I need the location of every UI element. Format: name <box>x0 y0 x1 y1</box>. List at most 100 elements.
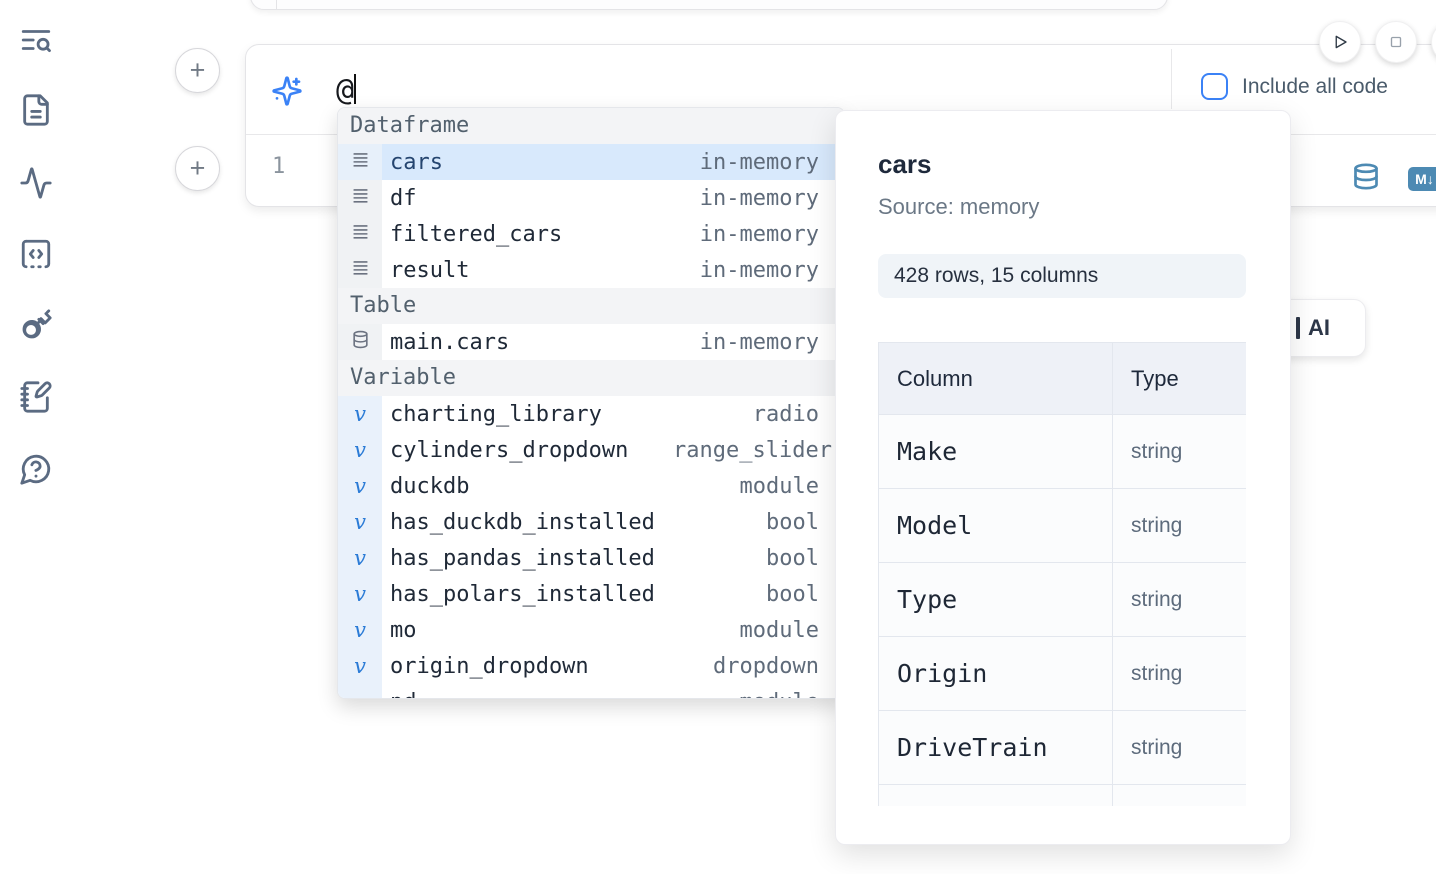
item-gutter: v <box>338 648 382 684</box>
variable-icon: v <box>354 401 366 426</box>
autocomplete-item-charting_library[interactable]: v charting_library radio <box>338 396 844 432</box>
schema-type-header: Type <box>1112 342 1246 415</box>
schema-column-type: string <box>1112 562 1246 637</box>
item-gutter: v <box>338 612 382 648</box>
schema-column-name: DriveTrain <box>878 710 1113 785</box>
item-gutter: v <box>338 540 382 576</box>
markdown-icon[interactable]: M↓ <box>1408 167 1436 191</box>
ai-prompt-input[interactable]: @ <box>336 73 357 108</box>
help-chat-icon[interactable] <box>19 452 53 486</box>
play-icon <box>1335 35 1347 49</box>
rows-icon <box>351 258 370 283</box>
item-type: bool <box>766 509 819 535</box>
item-type: radio <box>752 401 819 427</box>
shape-badge: 428 rows, 15 columns <box>878 254 1246 298</box>
item-gutter <box>338 252 382 288</box>
item-type: dropdown <box>713 653 819 679</box>
item-gutter: v <box>338 468 382 504</box>
schema-column-name: Model <box>878 488 1113 563</box>
item-gutter <box>338 324 382 360</box>
item-name: pd <box>382 690 417 699</box>
item-name: has_duckdb_installed <box>390 509 655 535</box>
previous-cell-edge <box>250 0 1168 10</box>
sparkles-icon <box>271 75 303 107</box>
stop-button[interactable] <box>1375 21 1417 63</box>
code-editor-row[interactable]: 1 M↓ <box>246 136 1436 206</box>
item-name: has_pandas_installed <box>390 545 655 571</box>
ai-button-label: AI <box>1308 315 1330 340</box>
item-gutter: v <box>338 504 382 540</box>
rows-icon <box>351 222 370 247</box>
autocomplete-item-has_duckdb_installed[interactable]: v has_duckdb_installed bool <box>338 504 844 540</box>
dataframe-preview-popover: cars Source: memory 428 rows, 15 columns… <box>835 110 1291 845</box>
item-type: in-memory <box>699 329 819 355</box>
item-name: cars <box>390 149 443 175</box>
database-icon <box>351 330 370 355</box>
variable-icon: v <box>354 653 366 678</box>
item-gutter: v <box>338 396 382 432</box>
schema-column-name: Type <box>878 562 1113 637</box>
autocomplete-item-pd[interactable]: vpdmodule <box>338 684 844 699</box>
previous-cell-gutter-divider <box>276 0 277 9</box>
schema-column-type: string <box>1112 710 1246 785</box>
autocomplete-item-cars[interactable]: cars in-memory <box>338 144 844 180</box>
add-cell-below-button[interactable]: + <box>175 146 220 191</box>
variable-icon: v <box>354 690 366 699</box>
item-type: range_slider <box>673 437 832 463</box>
item-type: bool <box>766 581 819 607</box>
item-gutter: v <box>338 432 382 468</box>
database-icon[interactable] <box>1352 160 1380 198</box>
snippets-code-icon[interactable] <box>19 237 53 271</box>
schema-column-name: Make <box>878 414 1113 489</box>
key-icon[interactable] <box>19 308 53 342</box>
schema-column-type: string <box>1112 488 1246 563</box>
sidebar <box>0 0 72 874</box>
variable-icon: v <box>354 509 366 534</box>
file-text-icon[interactable] <box>19 93 53 127</box>
add-cell-above-button[interactable]: + <box>175 48 220 93</box>
line-number: 1 <box>272 154 286 179</box>
autocomplete-item-cylinders_dropdown[interactable]: v cylinders_dropdown range_slider <box>338 432 844 468</box>
item-name: has_polars_installed <box>390 581 655 607</box>
variable-icon: v <box>354 545 366 570</box>
item-name: duckdb <box>390 473 470 499</box>
clipped-letter <box>1296 317 1300 339</box>
autocomplete-section-table: Table <box>338 288 844 324</box>
item-name: result <box>390 257 470 283</box>
item-name: origin_dropdown <box>390 653 589 679</box>
item-type: in-memory <box>699 149 819 175</box>
toc-search-icon[interactable] <box>19 23 53 57</box>
divider <box>1171 49 1172 109</box>
run-cell-button[interactable] <box>1319 21 1361 63</box>
include-all-code-checkbox[interactable] <box>1201 73 1228 100</box>
rows-icon <box>351 186 370 211</box>
activity-icon[interactable] <box>19 166 53 200</box>
ai-prompt-value: @ <box>336 73 355 108</box>
item-name: charting_library <box>390 401 602 427</box>
stop-square-icon <box>1390 36 1402 48</box>
autocomplete-item-origin_dropdown[interactable]: v origin_dropdown dropdown <box>338 648 844 684</box>
item-name: cylinders_dropdown <box>390 437 629 463</box>
include-all-code-label: Include all code <box>1242 74 1388 98</box>
item-name: df <box>390 185 417 211</box>
scratchpad-notebook-icon[interactable] <box>19 380 53 414</box>
autocomplete-section-dataframe: Dataframe <box>338 108 844 144</box>
variable-icon: v <box>354 473 366 498</box>
preview-title: cars <box>878 149 932 179</box>
preview-source: Source: memory <box>878 194 1040 219</box>
